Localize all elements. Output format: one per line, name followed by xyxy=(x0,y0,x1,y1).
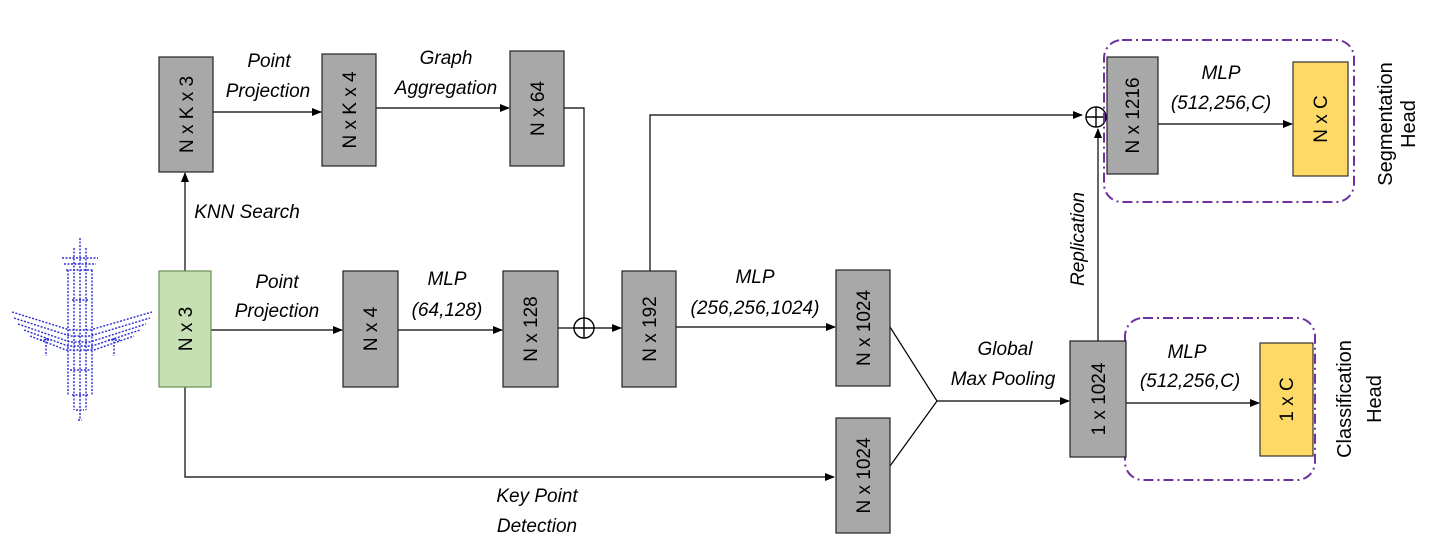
connections xyxy=(181,104,1293,481)
label-mlp-seg: MLP (512,256,C) xyxy=(1171,63,1271,114)
block-nk4: N x K x 4 xyxy=(321,53,377,167)
svg-text:Head: Head xyxy=(1364,375,1386,423)
label-point-projection-mid: Point Projection xyxy=(235,272,320,322)
svg-text:N x 64: N x 64 xyxy=(528,81,549,136)
svg-text:N x 192: N x 192 xyxy=(640,296,661,361)
label-replication: Replication xyxy=(1068,192,1089,286)
label-mlp-256: MLP (256,256,1024) xyxy=(691,267,820,319)
label-knn-search: KNN Search xyxy=(194,202,300,223)
svg-text:Projection: Projection xyxy=(235,301,320,322)
svg-text:(512,256,C): (512,256,C) xyxy=(1171,93,1271,114)
svg-text:Detection: Detection xyxy=(497,516,577,537)
svg-text:Global: Global xyxy=(978,339,1034,360)
segmentation-head-border xyxy=(1103,39,1355,203)
block-1c-output: 1 x C xyxy=(1259,342,1314,457)
label-graph-aggregation: Graph Aggregation xyxy=(394,48,497,99)
svg-text:Head: Head xyxy=(1398,100,1420,148)
block-n3-input: N x 3 xyxy=(158,270,212,388)
svg-text:N x 1024: N x 1024 xyxy=(854,290,875,366)
label-mlp-cls: MLP (512,256,C) xyxy=(1140,342,1240,392)
block-n128: N x 128 xyxy=(502,270,559,388)
block-n4: N x 4 xyxy=(342,270,399,388)
label-mlp-64-128: MLP (64,128) xyxy=(412,269,483,321)
svg-text:(512,256,C): (512,256,C) xyxy=(1140,371,1240,392)
svg-text:Classification: Classification xyxy=(1334,340,1356,458)
block-n64: N x 64 xyxy=(509,50,565,167)
svg-text:Max Pooling: Max Pooling xyxy=(951,369,1056,390)
svg-text:1 x C: 1 x C xyxy=(1277,377,1298,421)
label-key-point-detection: Key Point Detection xyxy=(496,486,578,537)
svg-text:N x 1024: N x 1024 xyxy=(854,437,875,513)
svg-text:(64,128): (64,128) xyxy=(412,300,483,321)
classification-head-title: Classification Head xyxy=(1334,340,1386,458)
concat-symbol-1 xyxy=(573,317,595,339)
concat-symbol-2 xyxy=(1085,106,1107,128)
segmentation-head-title: Segmentation Head xyxy=(1375,62,1420,185)
svg-text:N x 3: N x 3 xyxy=(176,307,197,351)
svg-text:Key Point: Key Point xyxy=(496,486,578,507)
svg-text:MLP: MLP xyxy=(1167,342,1206,363)
svg-text:Segmentation: Segmentation xyxy=(1375,62,1397,185)
svg-text:N x C: N x C xyxy=(1311,95,1332,143)
svg-text:N x 1216: N x 1216 xyxy=(1123,77,1144,153)
block-nc-output: N x C xyxy=(1292,61,1349,177)
svg-text:Point: Point xyxy=(255,272,299,293)
label-global-max-pooling: Global Max Pooling xyxy=(951,339,1056,390)
block-n192: N x 192 xyxy=(621,270,677,388)
svg-text:N x 4: N x 4 xyxy=(361,306,382,351)
svg-text:MLP: MLP xyxy=(1201,63,1240,84)
airplane-point-cloud-icon xyxy=(11,238,153,421)
svg-text:Point: Point xyxy=(247,51,291,72)
block-g1024: 1 x 1024 xyxy=(1069,340,1127,458)
svg-text:Graph: Graph xyxy=(420,48,473,69)
svg-text:Aggregation: Aggregation xyxy=(394,78,497,99)
block-n1024-keypoint: N x 1024 xyxy=(835,417,891,534)
svg-text:Projection: Projection xyxy=(226,81,311,102)
svg-text:MLP: MLP xyxy=(735,267,774,288)
svg-text:(256,256,1024): (256,256,1024) xyxy=(691,298,820,319)
svg-text:N x 128: N x 128 xyxy=(521,296,542,361)
svg-text:MLP: MLP xyxy=(427,269,466,290)
block-nk3: N x K x 3 xyxy=(158,56,214,173)
block-n1024-mlp: N x 1024 xyxy=(835,269,891,387)
block-n1216: N x 1216 xyxy=(1106,56,1159,175)
label-point-projection-top: Point Projection xyxy=(226,51,311,102)
svg-text:1 x 1024: 1 x 1024 xyxy=(1089,362,1110,435)
svg-text:N x K x 4: N x K x 4 xyxy=(340,71,361,149)
svg-text:N x K x 3: N x K x 3 xyxy=(177,76,198,153)
